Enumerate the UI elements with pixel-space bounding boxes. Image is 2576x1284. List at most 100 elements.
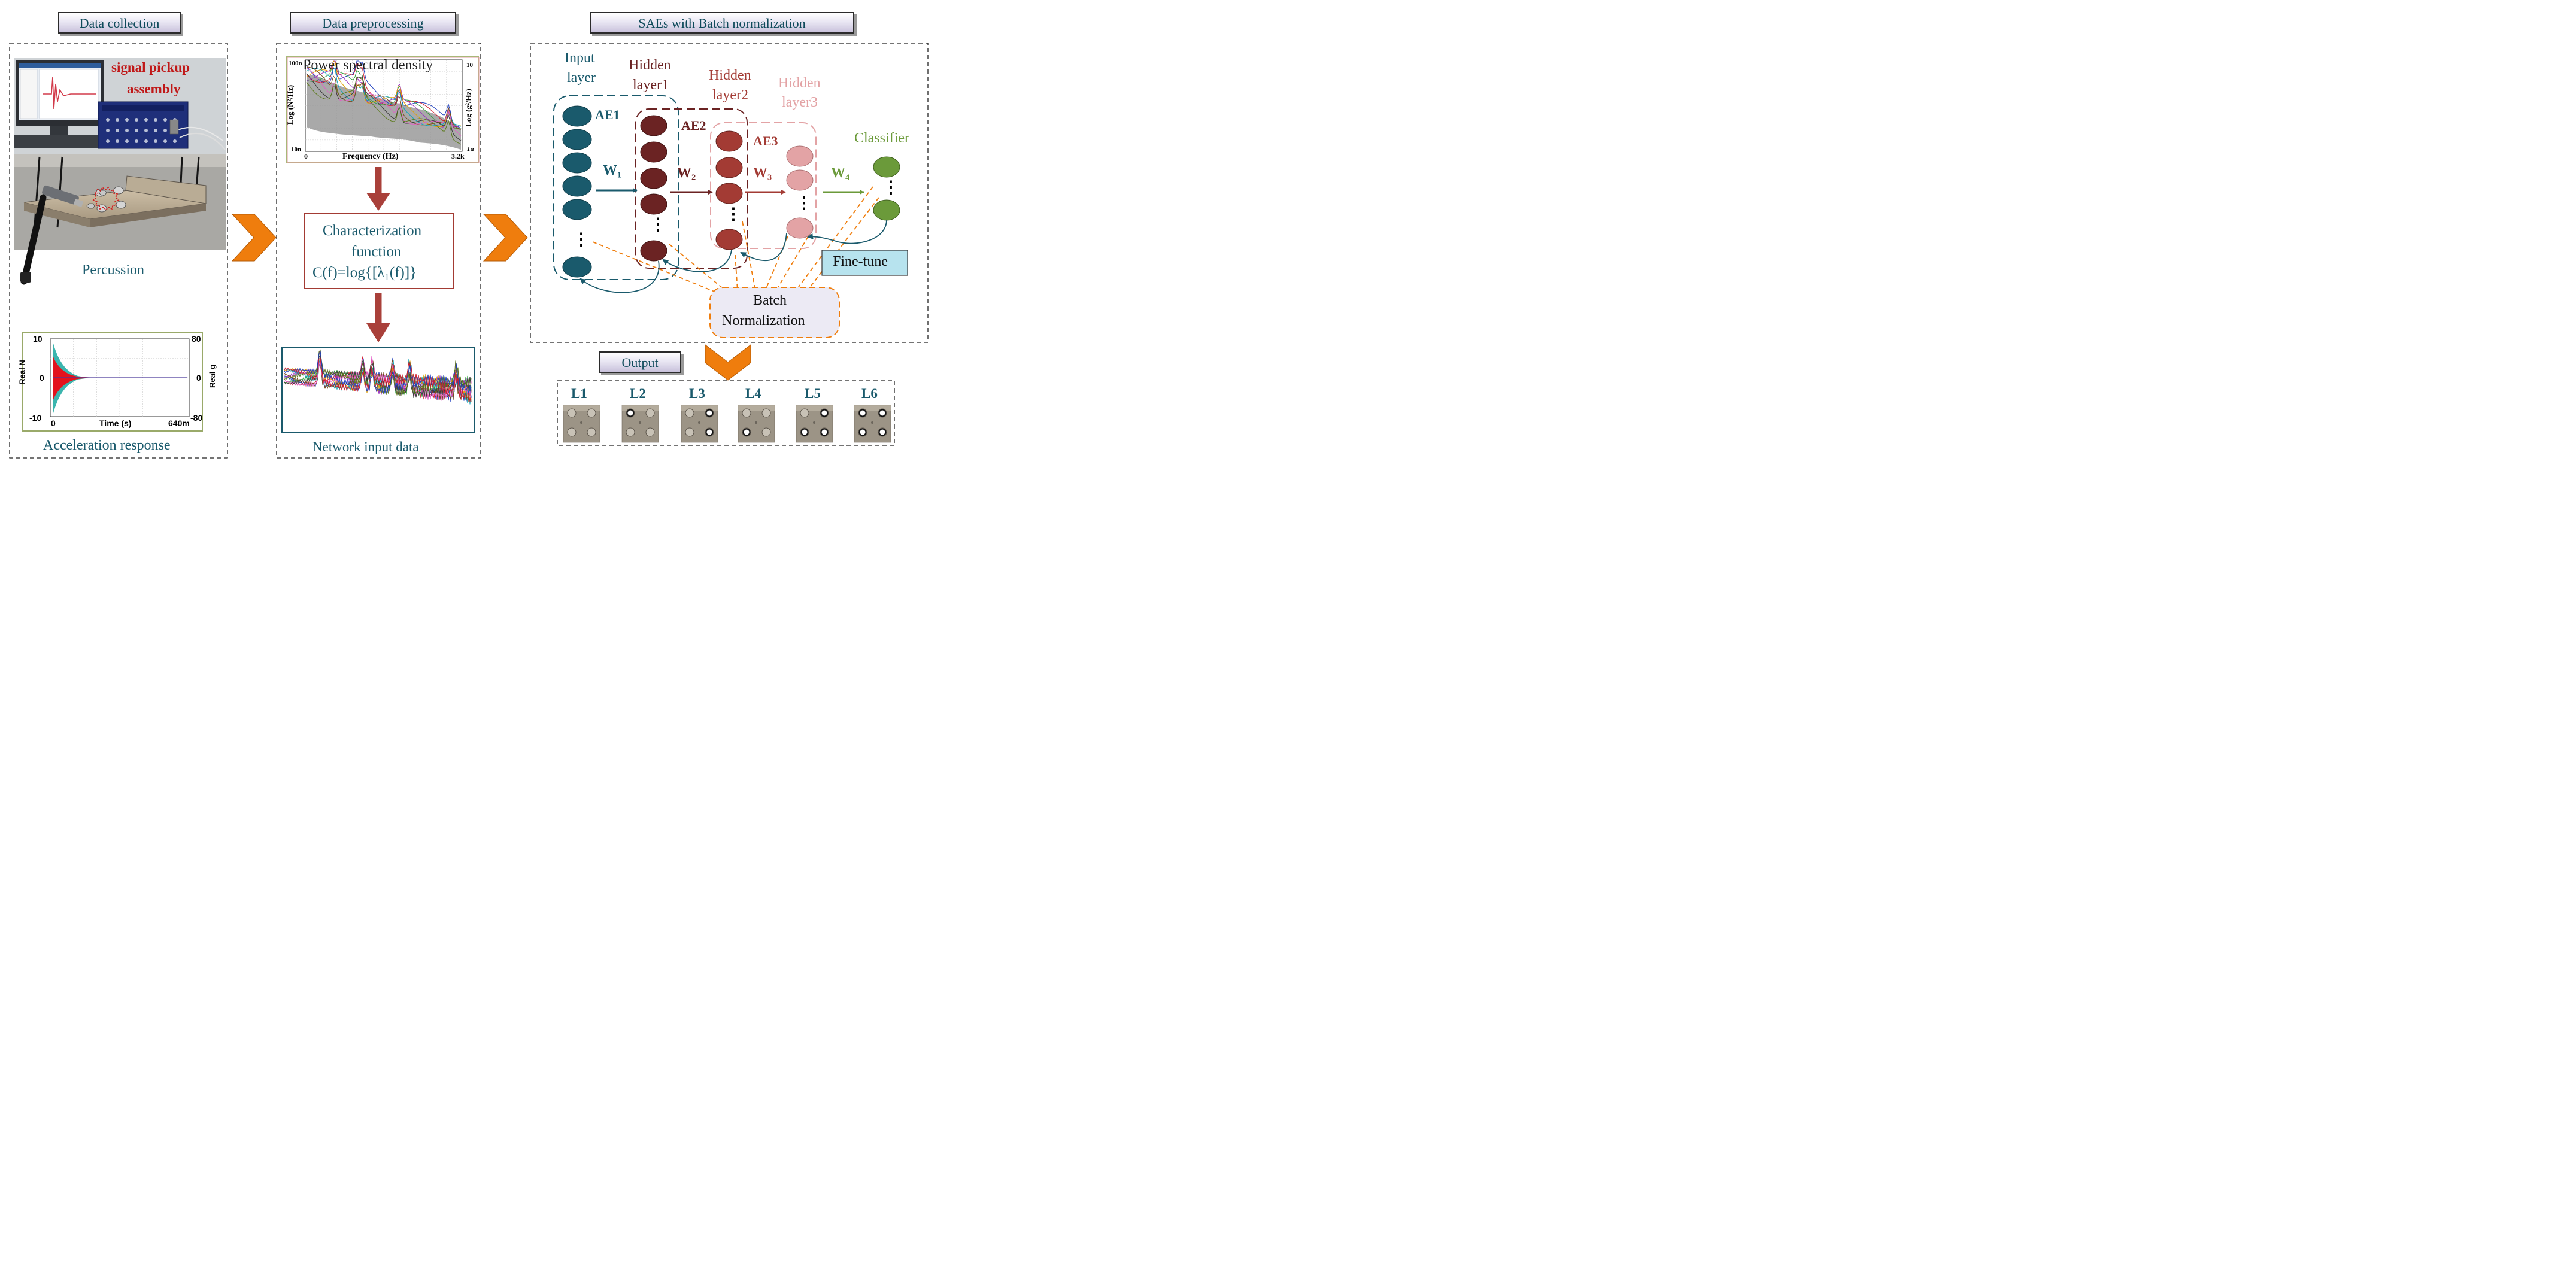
hidden-layer3-nodes [786, 145, 814, 239]
bolt-hole [567, 408, 577, 418]
accel-xlabel: Time (s) [99, 418, 132, 428]
bolt-hole [626, 427, 635, 437]
bolt-hole [685, 427, 694, 437]
accel-ytick-top: 10 [33, 334, 43, 344]
ae1-group [553, 95, 679, 280]
ae2-label: AE2 [681, 118, 706, 133]
network-input-curve [284, 354, 472, 399]
output-frame [557, 380, 895, 446]
psd-yleft-bottom: 10n [291, 146, 302, 153]
output-thumbnail [738, 405, 775, 443]
section-title-output: Output [599, 351, 681, 373]
loose-bolt-marker [626, 409, 635, 417]
w3-label: W₃ [753, 165, 772, 181]
bolt-hole [800, 408, 809, 418]
arrow-down-icon [366, 193, 390, 211]
psd-gray-band [307, 75, 461, 150]
hidden3-label-2: layer3 [782, 95, 818, 110]
acceleration-plot [22, 332, 203, 432]
output-thumbnail [854, 405, 891, 443]
ae3-group [710, 122, 817, 249]
network-input-curve [284, 357, 472, 402]
psd-curve [306, 76, 462, 145]
accel-yright-top: 80 [192, 334, 201, 344]
psd-plot [286, 56, 480, 163]
characterization-box [304, 213, 454, 289]
hidden-layer2-nodes [715, 130, 743, 250]
bolt-hole [742, 408, 751, 418]
input-layer-nodes [562, 105, 592, 278]
ellipsis-classifier: ⋮ [882, 178, 899, 197]
section-title-saes: SAEs with Batch normalization [590, 12, 854, 34]
characterization-formula: C(f)=log{[λ₁(f)]} [312, 265, 417, 281]
classifier-label: Classifier [854, 130, 909, 146]
network-input-caption: Network input data [312, 439, 419, 454]
bolt-hole [587, 408, 596, 418]
output-label-l6: L6 [861, 386, 878, 401]
chevron-right-icon [231, 214, 277, 262]
psd-curve [306, 66, 462, 127]
output-label-l1: L1 [571, 386, 587, 401]
bolt-hole [587, 427, 596, 437]
accel-ylabel-left: Real N [17, 360, 27, 384]
psd-yleft-top: 100n [289, 60, 302, 67]
hidden2-label-2: layer2 [712, 87, 748, 103]
bolt-hole [685, 408, 694, 418]
network-input-curve [284, 356, 472, 400]
output-thumbnail [563, 405, 600, 443]
pickup-label-line1: signal pickup [111, 60, 190, 75]
psd-xtick-end: 3.2k [451, 152, 465, 160]
network-input-curve [284, 349, 472, 397]
loose-bolt-marker [742, 428, 751, 436]
loose-bolt-marker [705, 428, 714, 436]
acceleration-caption: Acceleration response [43, 438, 171, 453]
bolt-hole [761, 408, 771, 418]
ellipsis-hidden3: ⋮ [796, 194, 812, 213]
batch-norm-label-2: Normalization [722, 313, 805, 329]
psd-title: Power spectral density [303, 57, 433, 73]
acceleration-envelope-red [53, 356, 123, 401]
hidden1-label-1: Hidden [629, 57, 671, 73]
psd-xlabel: Frequency (Hz) [342, 152, 399, 161]
ae3-label: AE3 [753, 133, 778, 148]
psd-curve [306, 60, 462, 127]
output-label-l3: L3 [689, 386, 705, 401]
output-thumbnail [681, 405, 718, 443]
ae1-label: AE1 [595, 107, 620, 122]
psd-curve [306, 62, 462, 130]
psd-ylabel-left: Log (N²/Hz) [286, 84, 295, 125]
preprocessing-frame [276, 43, 481, 459]
impact-marker [92, 186, 120, 211]
hidden3-label-1: Hidden [778, 75, 821, 91]
psd-yright-bottom: 1u [467, 145, 474, 153]
network-input-plot [281, 347, 475, 433]
network-input-curve [284, 350, 472, 395]
input-layer-label-1: Input [565, 50, 595, 66]
loose-bolt-marker [800, 428, 809, 436]
ellipsis-hidden1: ⋮ [650, 215, 666, 234]
accel-yright-mid: 0 [196, 373, 201, 383]
output-photos [563, 405, 891, 443]
accel-xtick-end: 640m [168, 418, 190, 428]
psd-curve [306, 60, 462, 129]
batch-normalization-bubble [709, 287, 840, 338]
bolt-hole [645, 427, 655, 437]
psd-yright-top: 10 [466, 62, 473, 69]
output-thumbnail [796, 405, 833, 443]
workflow-diagram: Data collection Data preprocessing SAEs … [0, 0, 937, 467]
collection-frame [9, 43, 228, 459]
bolt-hole [761, 427, 771, 437]
network-input-curve [284, 351, 472, 399]
saes-frame [530, 43, 929, 343]
network-input-curve [284, 359, 472, 402]
loose-bolt-marker [858, 428, 867, 436]
ellipsis-input: ⋮ [573, 230, 590, 249]
accel-ytick-bottom: -10 [29, 413, 42, 423]
characterization-line2: function [351, 244, 402, 260]
bolt-hole [645, 408, 655, 418]
diagram-canvas [9, 43, 929, 459]
bolt-hole [567, 427, 577, 437]
pickup-label-line2: assembly [127, 81, 181, 96]
psd-xtick-start: 0 [304, 152, 308, 160]
accel-ytick-mid: 0 [40, 373, 44, 383]
